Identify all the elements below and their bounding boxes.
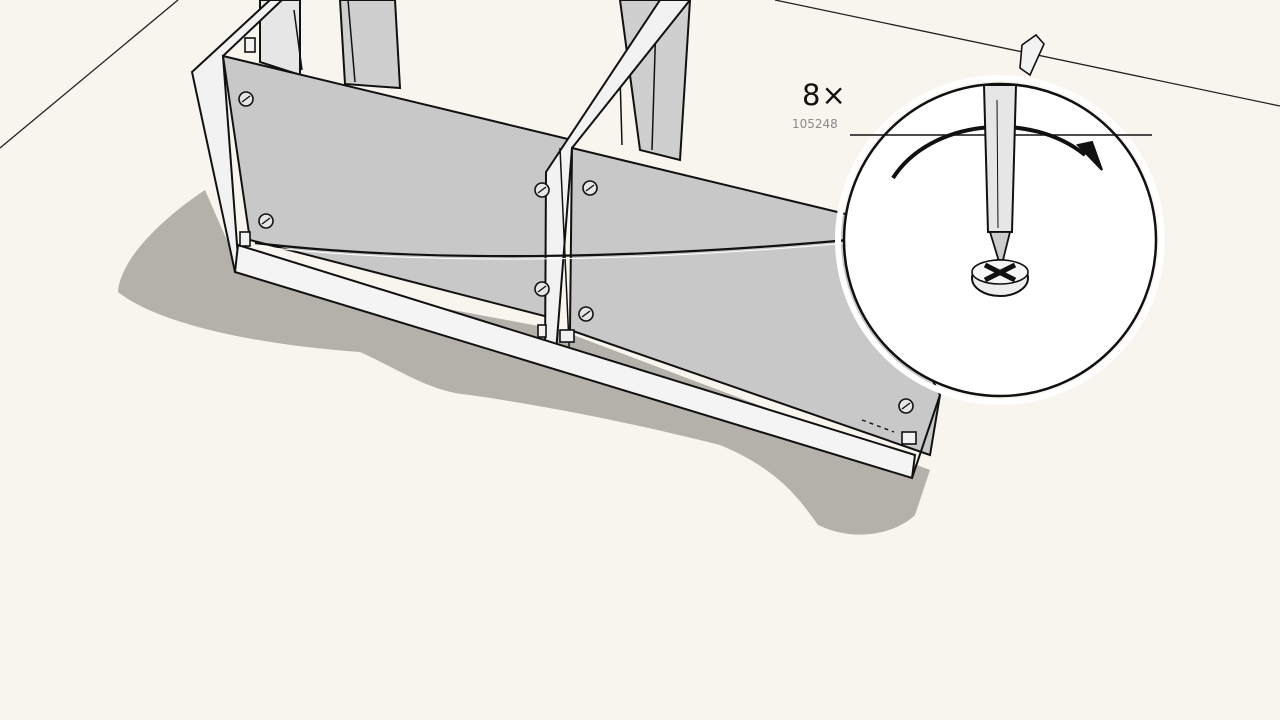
bracket-middle (559, 329, 575, 343)
callout-leader (254, 238, 849, 258)
screw-path-dashed (861, 419, 895, 433)
top-fitting (1019, 33, 1045, 77)
screw-icon (971, 259, 1029, 297)
screwdriver-icon (982, 84, 1018, 272)
corner-brackets (239, 37, 917, 445)
clockwise-arrow-icon (891, 124, 1087, 180)
bracket-left (239, 231, 251, 247)
bracket-right (901, 431, 917, 445)
part-number: 105248 (792, 117, 838, 131)
quantity-label: 8× (802, 78, 847, 112)
back-frame (259, 0, 692, 162)
detail-callout (835, 75, 1165, 405)
ground-shadow (118, 190, 930, 535)
